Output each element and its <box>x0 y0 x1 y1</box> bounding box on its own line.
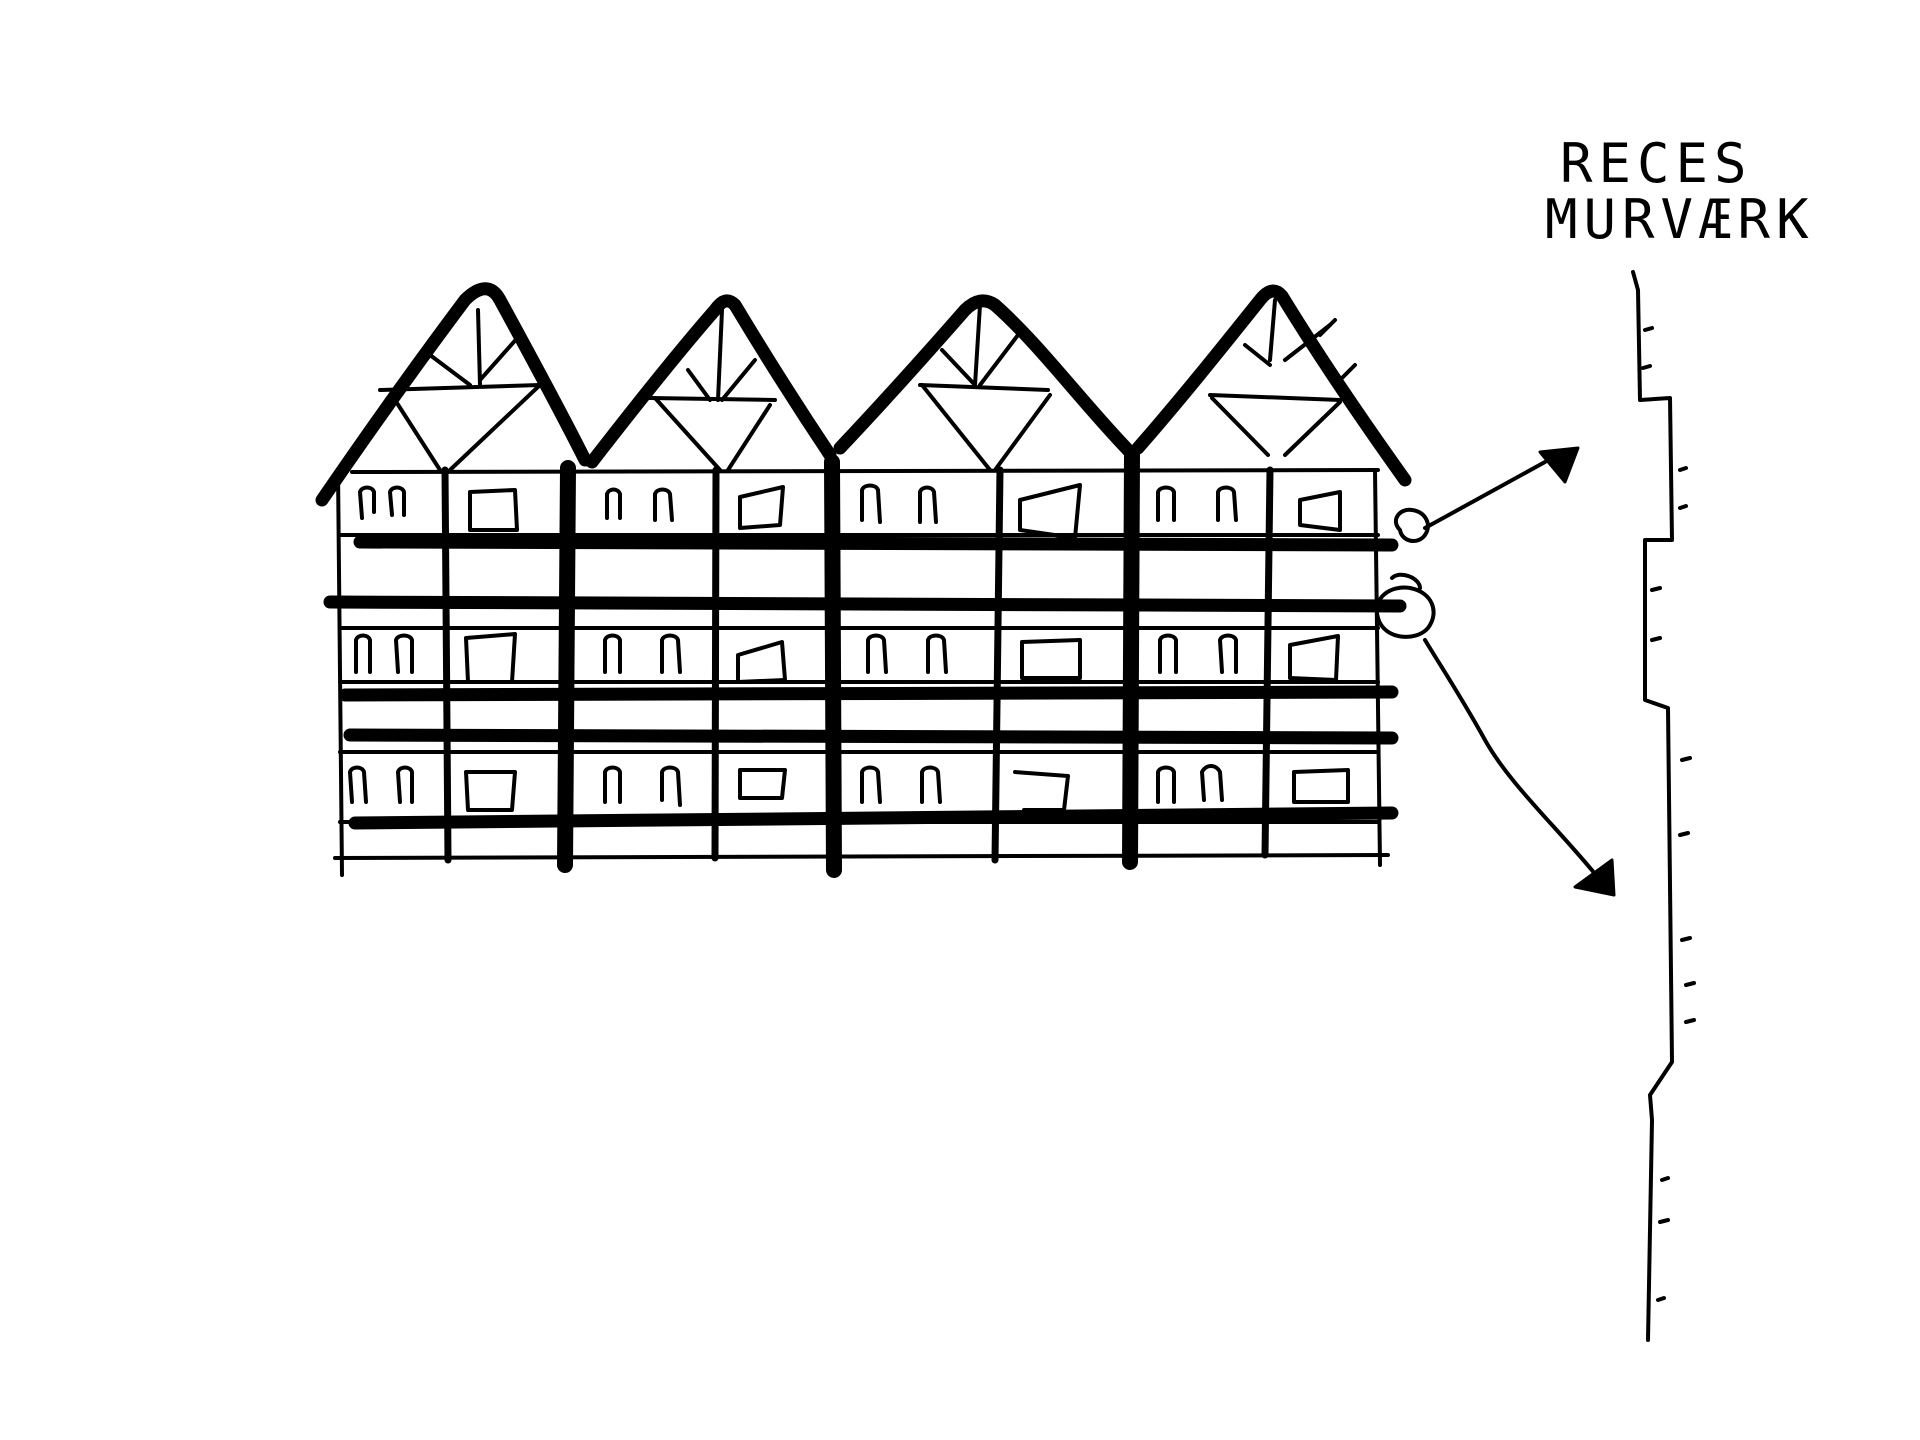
arrow-lower-line <box>1423 638 1602 882</box>
gable-roofs <box>315 282 1412 507</box>
gable-3 <box>833 294 1135 457</box>
arrow-upper-line <box>1423 460 1547 530</box>
arrowhead-lower <box>1573 858 1616 897</box>
facade-edges <box>336 468 1382 877</box>
bay-lines <box>441 466 1274 864</box>
callout-link <box>1390 572 1422 590</box>
arrowheads <box>1538 446 1616 897</box>
detail-callout <box>1374 460 1602 882</box>
annotation-line-1: RECES <box>1560 132 1753 195</box>
facade-elevation <box>315 282 1412 878</box>
gable-4 <box>1131 284 1412 487</box>
floor-lines <box>333 468 1390 860</box>
annotation-line-2: MURVÆRK <box>1545 188 1815 251</box>
gable-2 <box>585 294 837 469</box>
windows <box>348 483 1350 812</box>
recessed-brick-section <box>1631 270 1696 1342</box>
section-profile <box>1631 270 1674 1342</box>
callout-circle-lower <box>1374 585 1436 639</box>
annotation-label: RECES MURVÆRK <box>1545 132 1815 251</box>
callout-circle-upper <box>1393 507 1430 543</box>
gable-1 <box>315 282 592 507</box>
brick-bands <box>323 535 1407 830</box>
arrowhead-upper <box>1538 446 1580 484</box>
roof-trusses <box>378 298 1357 472</box>
brick-piers <box>557 447 1140 878</box>
